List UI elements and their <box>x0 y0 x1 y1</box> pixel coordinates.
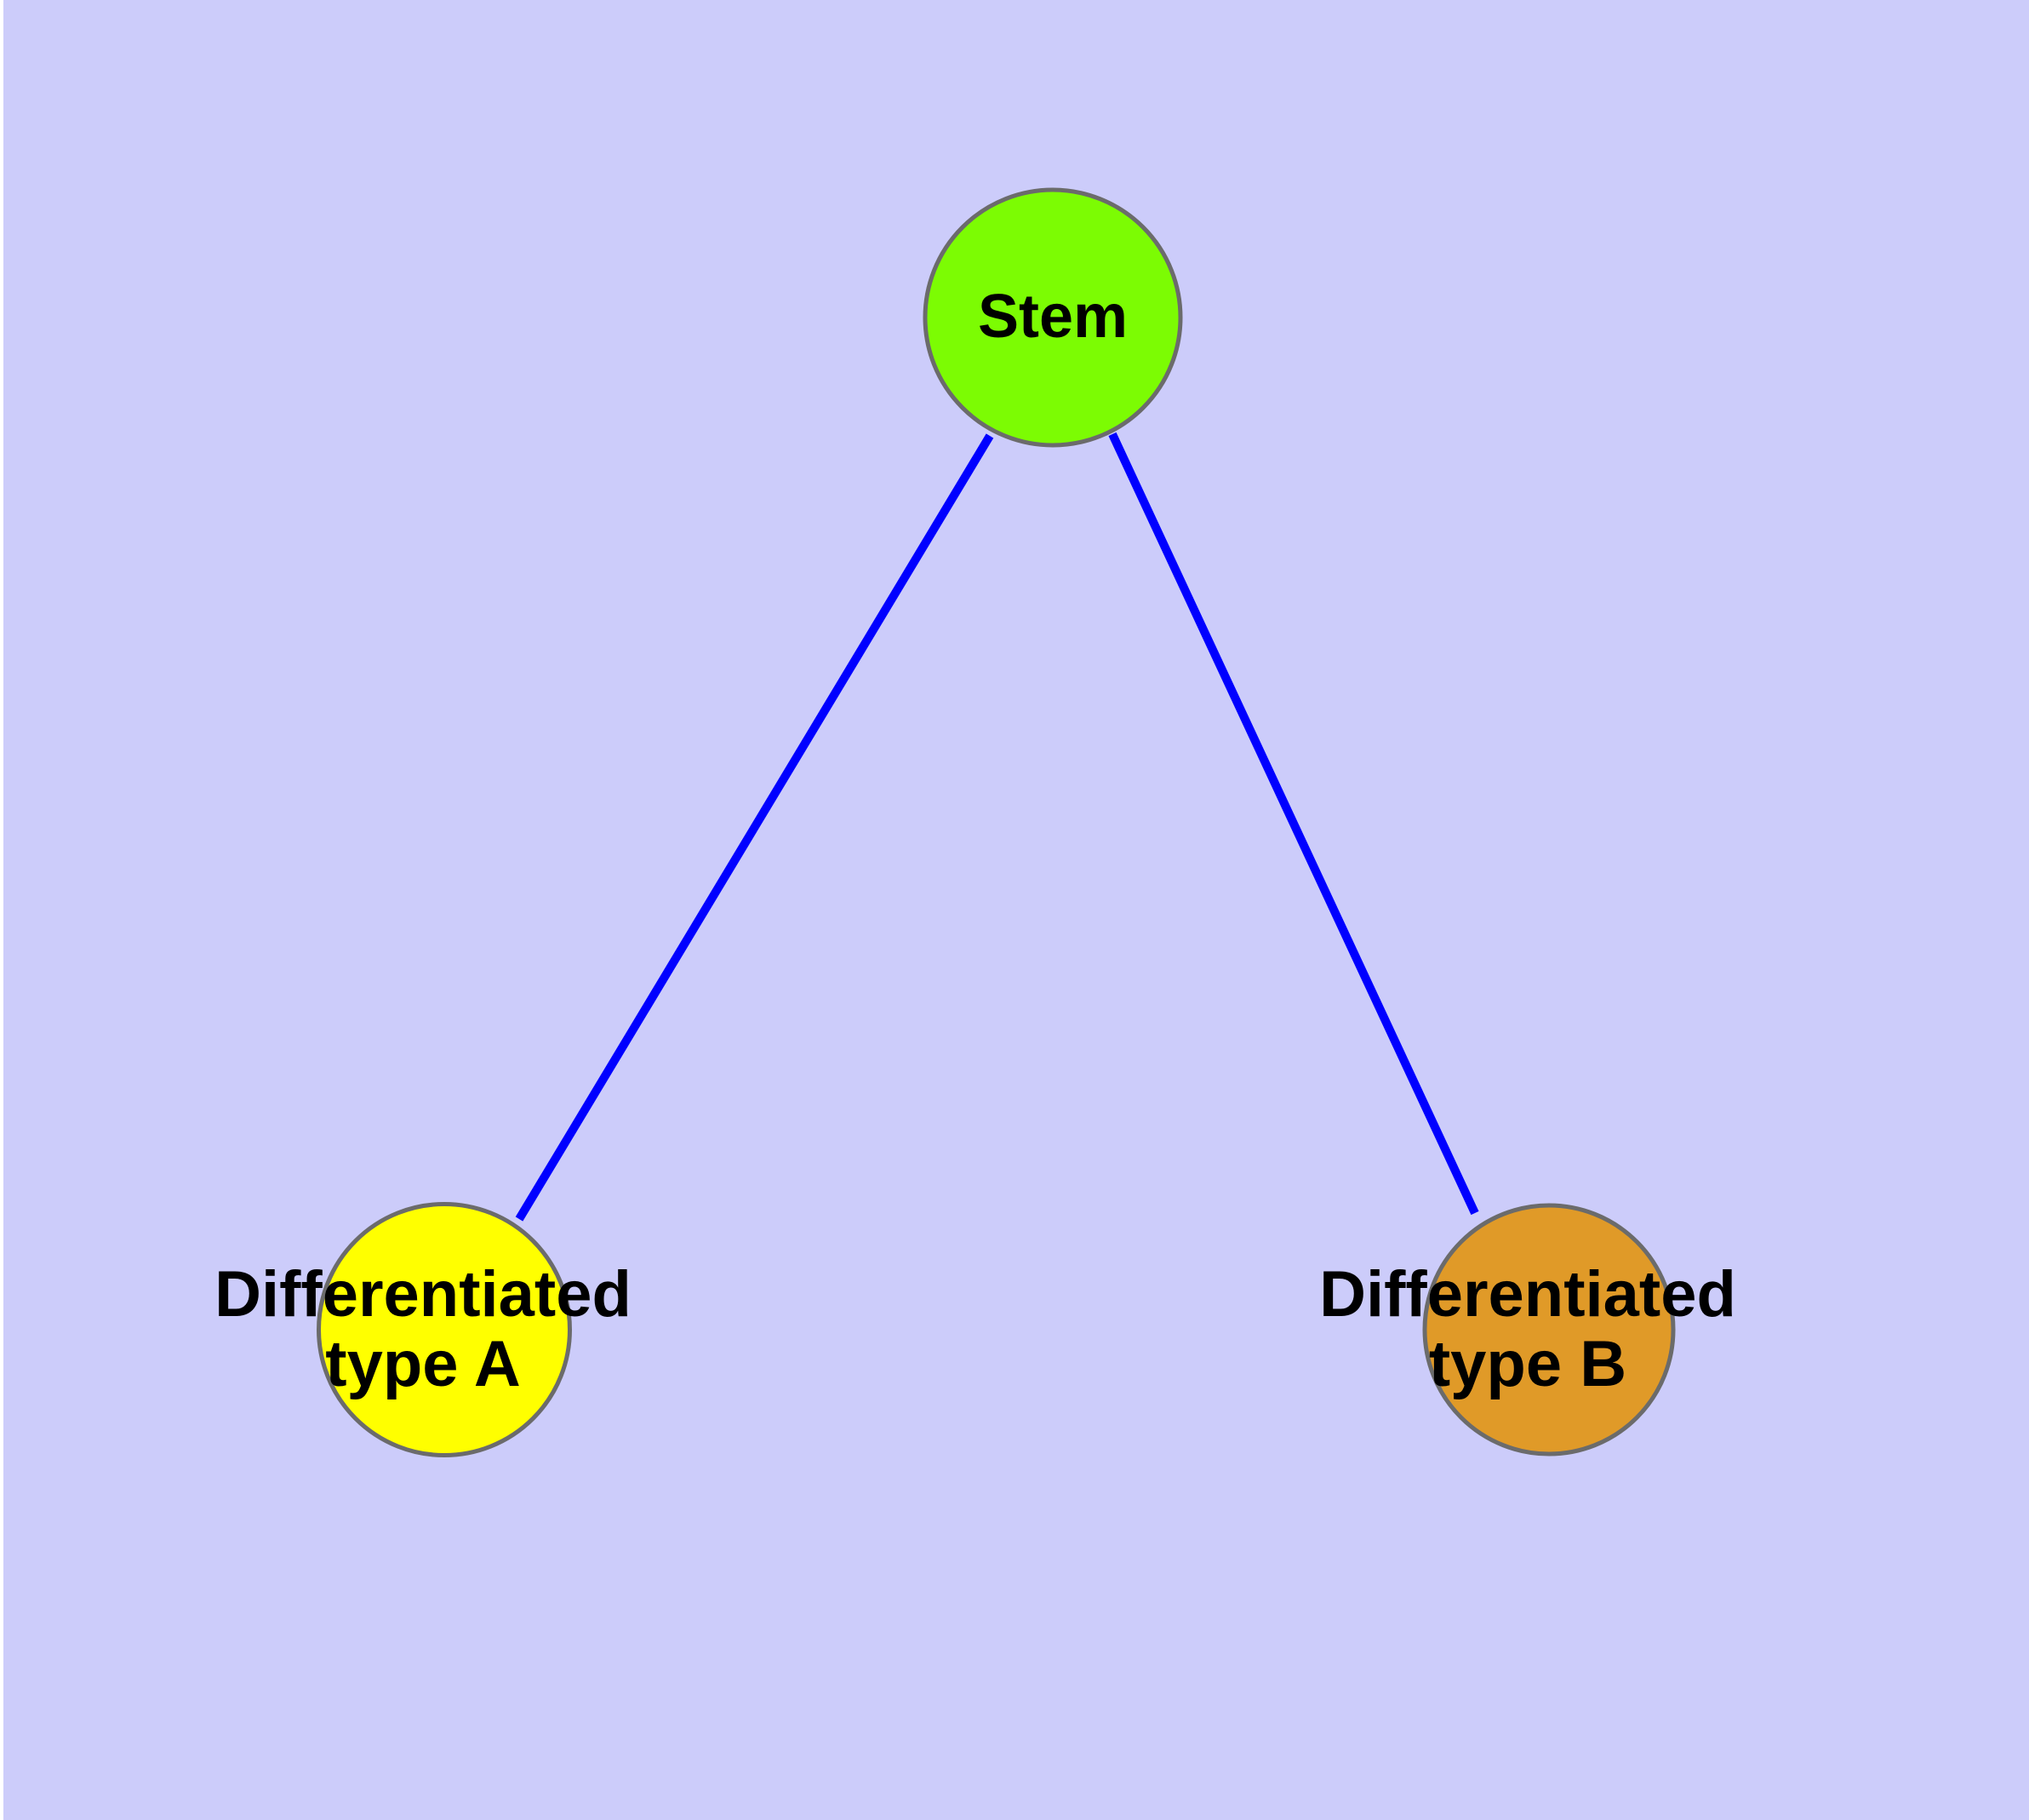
node-stem-circle[interactable] <box>923 187 1183 448</box>
node-differentiated-type-a-circle[interactable] <box>317 1202 572 1457</box>
edge-stem-to-type-a <box>515 433 994 1222</box>
node-differentiated-type-b-circle[interactable] <box>1422 1203 1676 1457</box>
edge-stem-to-type-b <box>1108 432 1479 1216</box>
left-margin-strip <box>0 0 3 1820</box>
